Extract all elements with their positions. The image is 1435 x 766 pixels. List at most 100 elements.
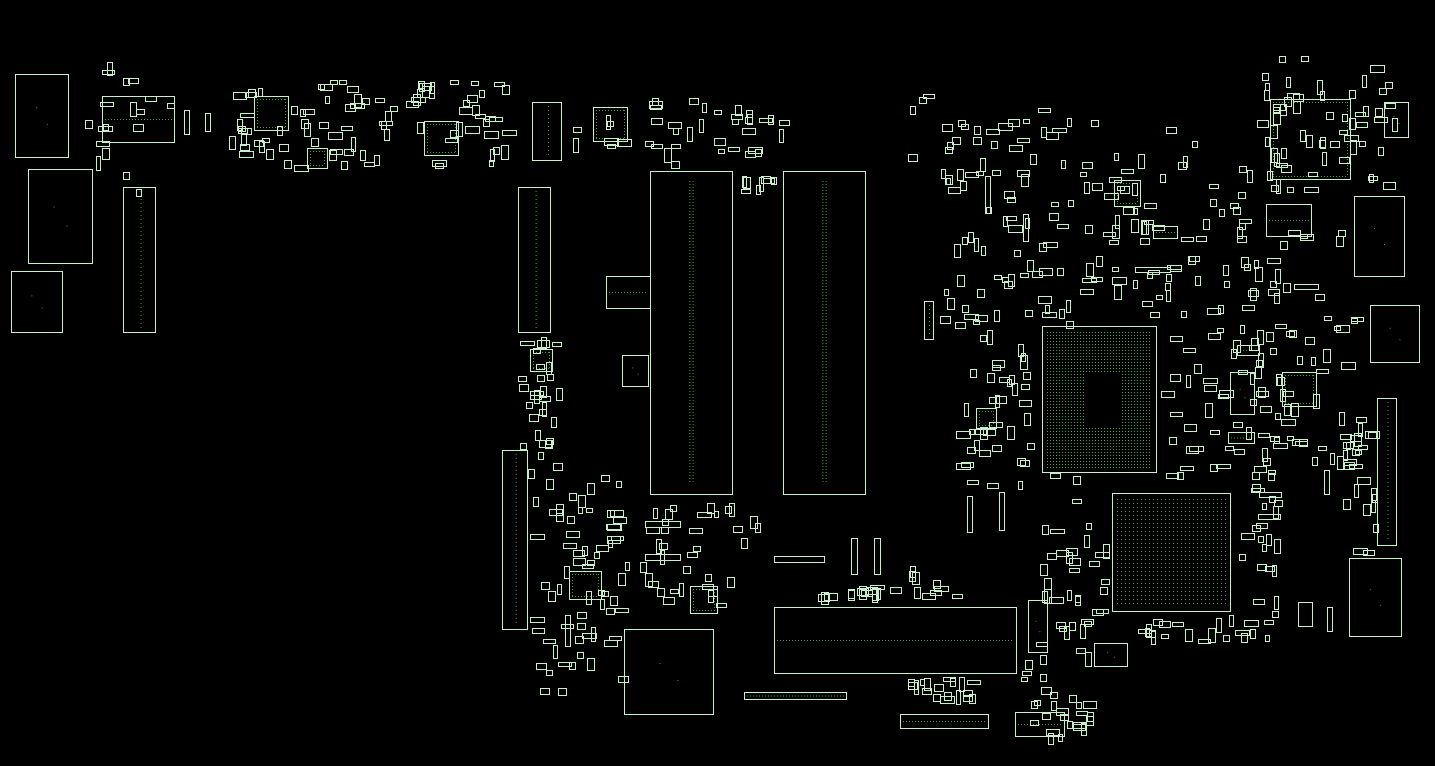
smd-capacitor[interactable] — [954, 244, 961, 258]
smd-capacitor[interactable] — [1186, 375, 1191, 388]
smd-capacitor[interactable] — [123, 172, 130, 180]
smd-capacitor[interactable] — [248, 89, 256, 98]
smd-resistor[interactable] — [1183, 348, 1196, 353]
smd-resistor[interactable] — [1008, 225, 1023, 233]
smd-resistor[interactable] — [1021, 384, 1030, 390]
smd-resistor[interactable] — [475, 114, 486, 119]
smd-capacitor[interactable] — [964, 403, 969, 417]
smd-capacitor[interactable] — [1076, 702, 1082, 709]
smd-resistor[interactable] — [1358, 445, 1368, 450]
ic[interactable] — [1028, 600, 1048, 653]
smd-resistor[interactable] — [989, 397, 996, 404]
ic-array[interactable] — [530, 349, 553, 372]
smd-resistor[interactable] — [582, 564, 594, 569]
smd-capacitor[interactable] — [1096, 256, 1103, 267]
smd-resistor[interactable] — [940, 316, 951, 324]
smd-capacitor[interactable] — [687, 127, 693, 142]
smd-resistor[interactable] — [1235, 630, 1250, 636]
smd-capacitor[interactable] — [1343, 499, 1351, 510]
smd-capacitor[interactable] — [1067, 590, 1072, 601]
smd-capacitor[interactable] — [994, 310, 1000, 322]
smd-resistor[interactable] — [714, 138, 726, 146]
smd-capacitor[interactable] — [1289, 330, 1297, 338]
smd-resistor[interactable] — [940, 696, 955, 704]
smd-capacitor[interactable] — [1349, 118, 1356, 130]
smd-capacitor[interactable] — [1059, 309, 1065, 319]
smd-capacitor[interactable] — [374, 155, 380, 166]
smd-capacitor[interactable] — [1262, 448, 1268, 462]
smd-resistor[interactable] — [1241, 533, 1255, 540]
smd-resistor[interactable] — [1258, 433, 1270, 438]
smd-capacitor[interactable] — [490, 149, 495, 162]
smd-capacitor[interactable] — [1274, 596, 1279, 610]
smd-resistor[interactable] — [1275, 324, 1287, 329]
smd-resistor[interactable] — [1294, 284, 1319, 290]
smd-resistor[interactable] — [663, 597, 675, 605]
smd-capacitor[interactable] — [743, 177, 751, 189]
smd-capacitor[interactable] — [258, 88, 263, 97]
smd-capacitor[interactable] — [1181, 311, 1187, 318]
smd-capacitor[interactable] — [136, 189, 142, 197]
smd-capacitor[interactable] — [986, 207, 992, 214]
ic[interactable] — [900, 714, 989, 729]
smd-capacitor[interactable] — [705, 574, 712, 582]
smd-resistor[interactable] — [553, 463, 563, 471]
smd-resistor[interactable] — [969, 429, 976, 435]
smd-resistor[interactable] — [609, 636, 622, 641]
smd-resistor[interactable] — [606, 608, 615, 615]
smd-resistor[interactable] — [1385, 103, 1396, 109]
smd-capacitor[interactable] — [768, 115, 774, 125]
smd-resistor[interactable] — [330, 80, 338, 85]
smd-resistor[interactable] — [1315, 294, 1325, 301]
smd-capacitor[interactable] — [1373, 524, 1379, 533]
smd-resistor[interactable] — [973, 137, 982, 145]
smd-resistor[interactable] — [526, 402, 533, 409]
smd-resistor[interactable] — [1050, 529, 1065, 534]
smd-capacitor[interactable] — [1257, 330, 1264, 345]
smd-resistor[interactable] — [459, 107, 473, 115]
smd-capacitor[interactable] — [1068, 200, 1074, 207]
smd-resistor[interactable] — [1257, 120, 1269, 128]
smd-resistor[interactable] — [1043, 242, 1058, 248]
smd-resistor[interactable] — [922, 593, 936, 600]
smd-resistor[interactable] — [530, 617, 545, 623]
smd-resistor[interactable] — [963, 696, 973, 702]
smd-resistor[interactable] — [728, 147, 740, 152]
smd-capacitor[interactable] — [573, 138, 579, 153]
smd-resistor[interactable] — [668, 122, 682, 129]
smd-capacitor[interactable] — [750, 516, 758, 529]
smd-capacitor[interactable] — [479, 90, 485, 98]
smd-resistor[interactable] — [341, 126, 353, 131]
smd-resistor[interactable] — [569, 493, 577, 501]
connector[interactable] — [774, 607, 1017, 674]
smd-resistor[interactable] — [319, 122, 329, 129]
smd-resistor[interactable] — [467, 95, 478, 103]
smd-capacitor[interactable] — [1067, 118, 1072, 127]
smd-resistor[interactable] — [1363, 550, 1375, 556]
smd-resistor[interactable] — [1355, 450, 1362, 455]
smd-capacitor[interactable] — [1349, 90, 1356, 99]
smd-capacitor[interactable] — [1051, 701, 1057, 711]
smd-capacitor[interactable] — [957, 275, 965, 287]
smd-capacitor[interactable] — [1008, 274, 1015, 287]
smd-capacitor[interactable] — [1086, 523, 1092, 530]
smd-resistor[interactable] — [577, 612, 587, 619]
smd-capacitor[interactable] — [483, 119, 490, 127]
smd-resistor[interactable] — [406, 101, 419, 108]
smd-resistor[interactable] — [1319, 140, 1326, 148]
smd-resistor[interactable] — [1370, 65, 1385, 73]
smd-resistor[interactable] — [683, 566, 691, 574]
smd-capacitor[interactable] — [1030, 154, 1037, 165]
smd-capacitor[interactable] — [1293, 101, 1301, 114]
smd-resistor[interactable] — [923, 94, 935, 99]
smd-resistor[interactable] — [956, 463, 971, 470]
smd-resistor[interactable] — [520, 341, 535, 346]
smd-capacitor[interactable] — [229, 136, 236, 150]
smd-resistor[interactable] — [518, 376, 527, 382]
smd-capacitor[interactable] — [1275, 413, 1281, 420]
smd-resistor[interactable] — [347, 86, 359, 93]
smd-capacitor[interactable] — [311, 138, 319, 147]
ic-array[interactable] — [924, 301, 934, 340]
smd-capacitor[interactable] — [556, 504, 564, 516]
smd-resistor[interactable] — [1038, 296, 1052, 304]
